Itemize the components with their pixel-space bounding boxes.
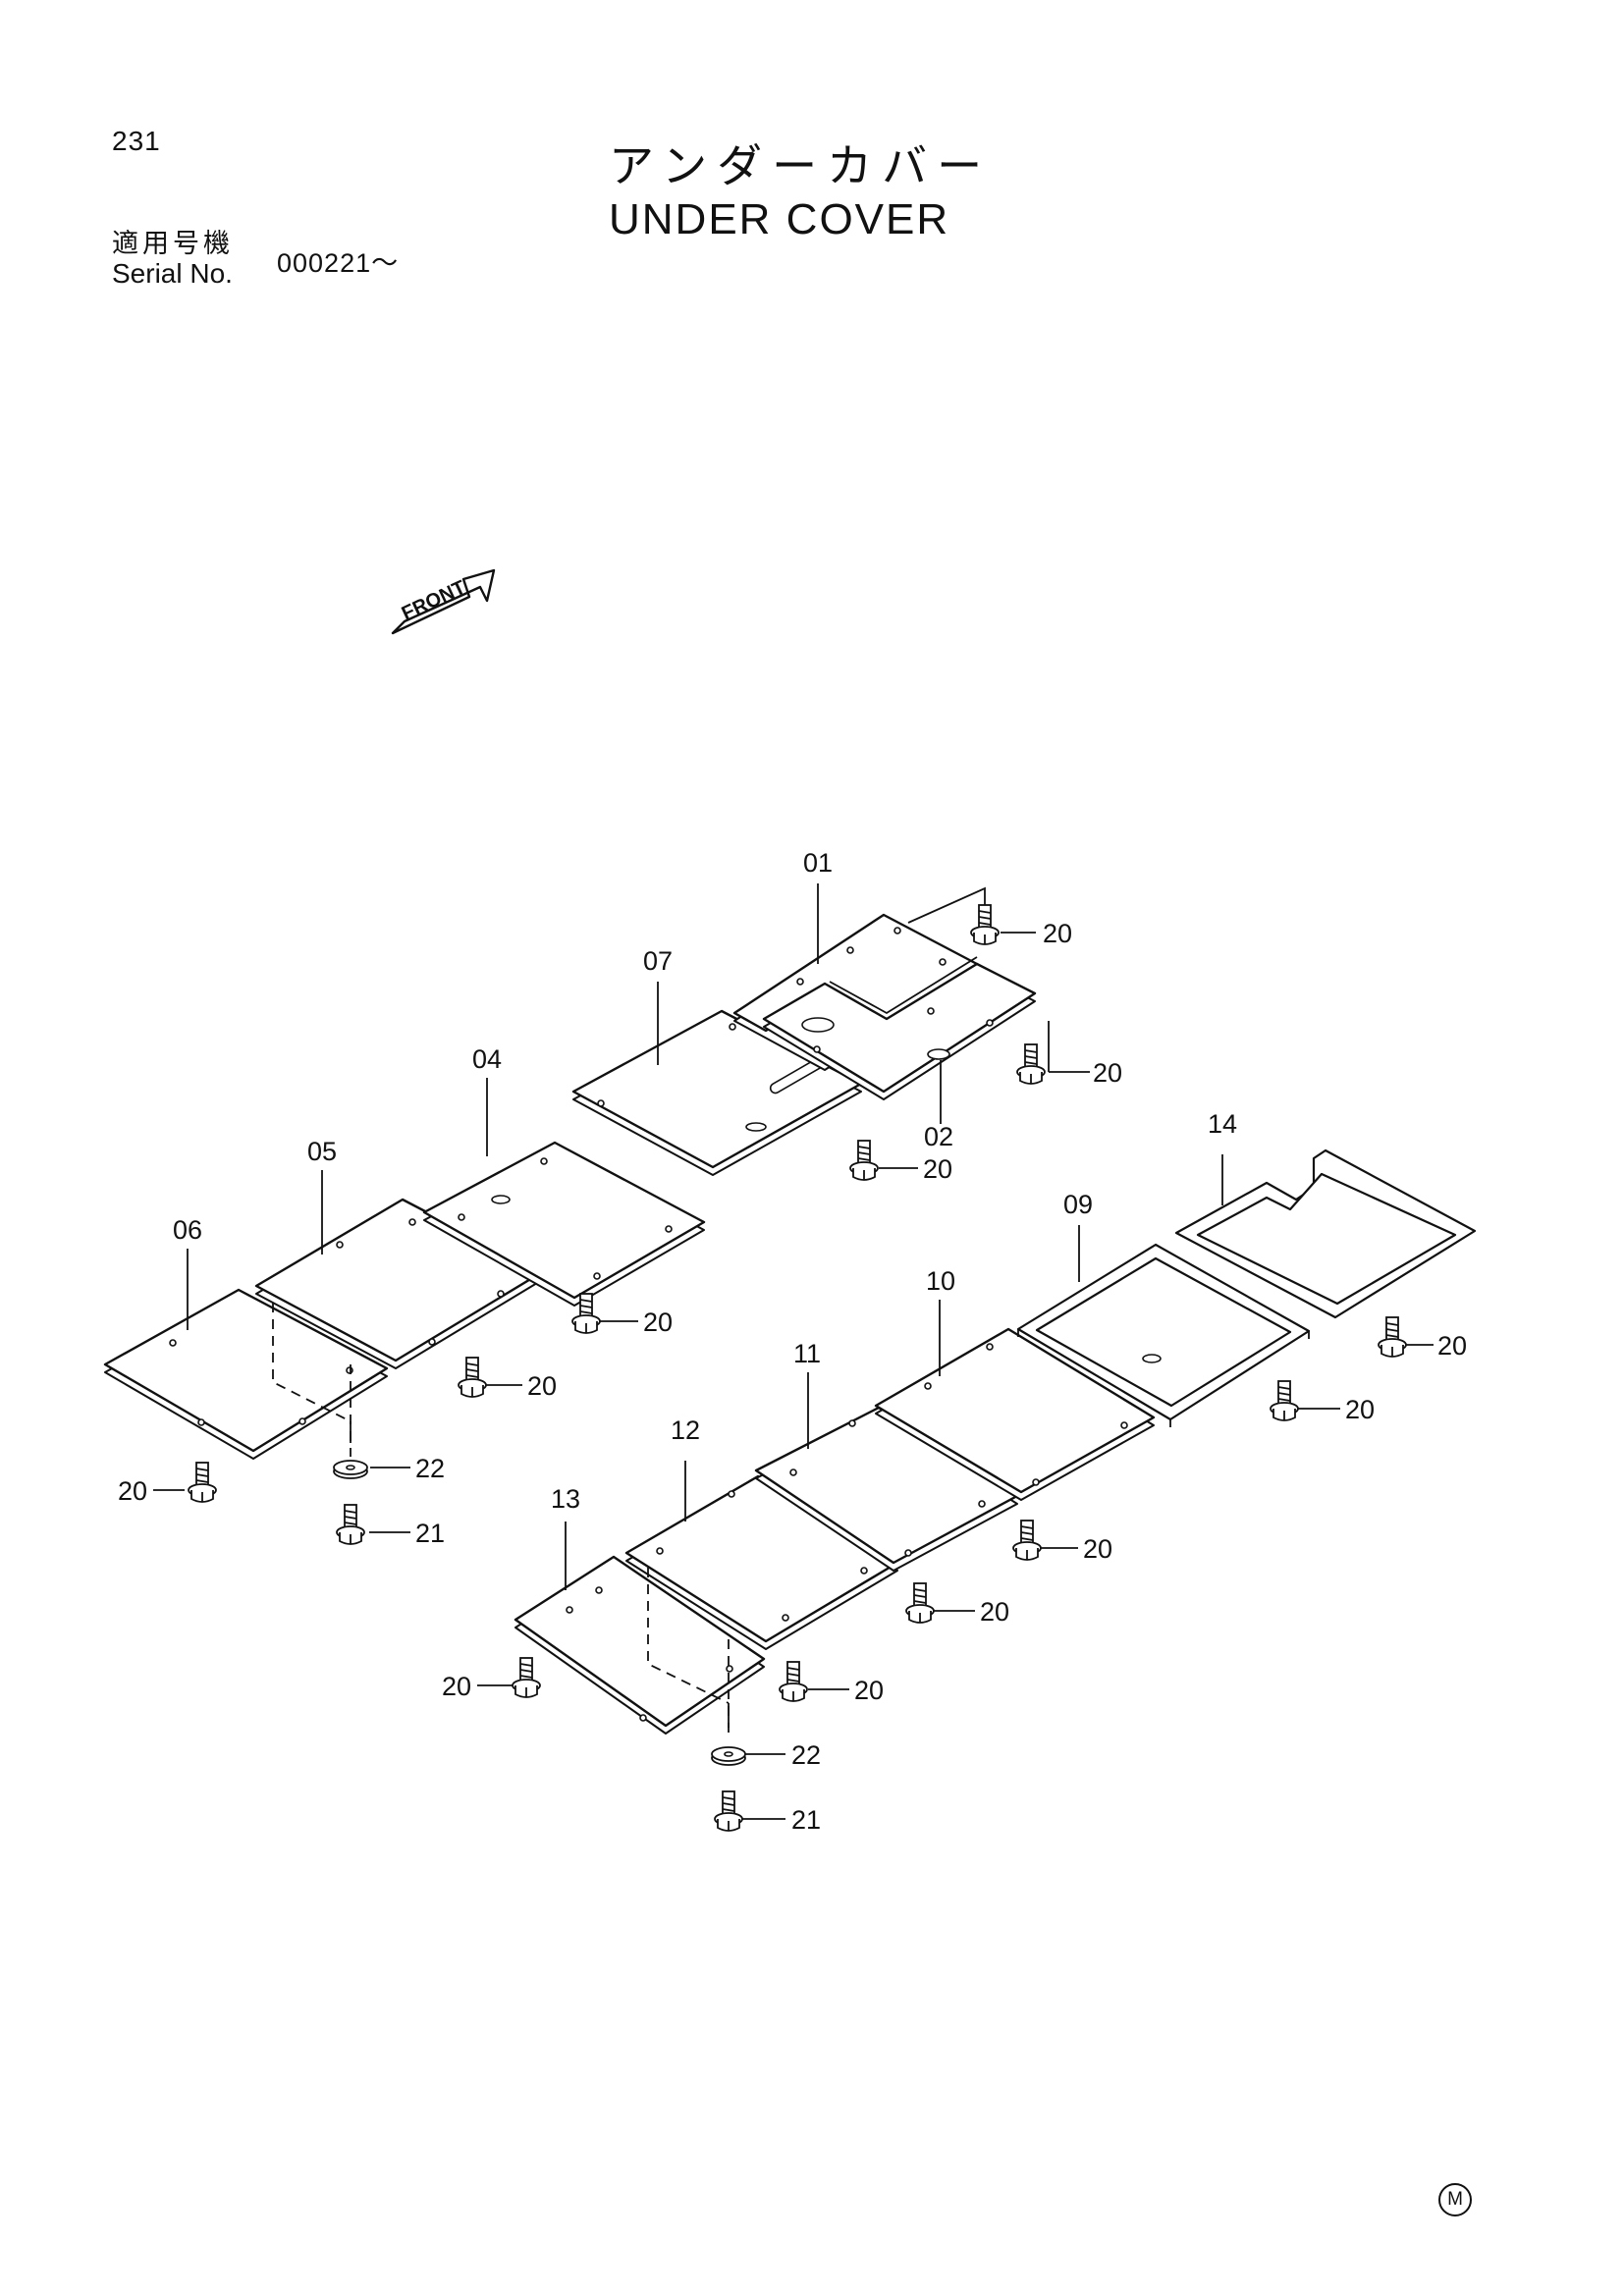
plate-02 — [762, 962, 1037, 1100]
bolt-20-icon — [458, 1357, 487, 1398]
callout-12: 12 — [671, 1415, 700, 1445]
callout-06: 06 — [173, 1215, 202, 1245]
serial-label-english: Serial No. — [112, 258, 233, 289]
bolt-20-icon — [779, 1661, 808, 1702]
washer-22-icon — [333, 1460, 368, 1479]
callout-bolt-20: 20 — [1043, 919, 1072, 948]
plate-10 — [874, 1327, 1156, 1501]
callout-14: 14 — [1208, 1109, 1237, 1139]
plate-13 — [514, 1555, 766, 1735]
callout-bolt-20: 20 — [1437, 1331, 1467, 1361]
callout-11: 11 — [793, 1339, 821, 1368]
bolt-20-icon — [1270, 1380, 1299, 1421]
callout-10: 10 — [926, 1266, 955, 1296]
plate-09 — [1016, 1243, 1311, 1427]
bolt-20-icon — [1016, 1043, 1046, 1085]
callout-bolt-20: 20 — [854, 1676, 884, 1705]
callout-05: 05 — [307, 1137, 337, 1166]
callout-04: 04 — [472, 1044, 502, 1074]
callout-bolt-20: 20 — [923, 1154, 952, 1184]
bolt-20-icon — [512, 1657, 541, 1698]
callout-bolt-20: 20 — [1093, 1058, 1122, 1088]
serial-label-japanese: 適用号機 — [112, 229, 234, 259]
plate-11 — [754, 1406, 1019, 1572]
callout-bolt-20: 20 — [118, 1476, 147, 1506]
plate-04 — [422, 1141, 706, 1307]
plate-14 — [1174, 1148, 1477, 1319]
plate-06 — [103, 1288, 389, 1460]
bolt-21-icon — [336, 1504, 365, 1545]
callout-07: 07 — [643, 946, 673, 976]
corner-circle-mark: M — [1438, 2183, 1472, 2216]
bolt-20-icon — [849, 1140, 879, 1181]
bolt-21-icon — [714, 1790, 743, 1832]
callout-01: 01 — [803, 848, 833, 878]
title-english: UNDER COVER — [609, 194, 950, 243]
callout-bolt-20: 20 — [980, 1597, 1009, 1627]
callout-09: 09 — [1063, 1190, 1093, 1219]
callout-02: 02 — [924, 1122, 953, 1151]
title-block: アンダーカバー UNDER COVER — [609, 141, 1021, 244]
page-number: 231 — [112, 126, 161, 156]
title-japanese: アンダーカバー — [609, 139, 993, 192]
callout-bolt-20: 20 — [442, 1672, 471, 1701]
bolt-20-icon — [1012, 1520, 1042, 1561]
bolt-20-icon — [188, 1462, 217, 1503]
callout-washer-22: 22 — [791, 1740, 821, 1770]
callout-bolt-20: 20 — [527, 1371, 557, 1401]
callout-bolt-21: 21 — [415, 1519, 445, 1548]
callout-bolt-20: 20 — [643, 1308, 673, 1337]
serial-number-range: 000221～ — [277, 248, 400, 278]
bolt-20-icon — [1378, 1316, 1407, 1358]
callout-bolt-20: 20 — [1345, 1395, 1375, 1424]
callout-bolt-21: 21 — [791, 1805, 821, 1835]
callout-bolt-20: 20 — [1083, 1534, 1112, 1564]
serial-label-block: 適用号機 Serial No. — [112, 222, 234, 290]
front-direction-arrow: FRONT — [391, 568, 496, 635]
callout-washer-22: 22 — [415, 1454, 445, 1483]
bolt-20-icon — [970, 904, 1000, 945]
callout-13: 13 — [551, 1484, 580, 1514]
washer-22-icon — [711, 1746, 746, 1766]
bolt-20-icon — [905, 1582, 935, 1624]
front-arrow-label: FRONT — [399, 576, 469, 624]
